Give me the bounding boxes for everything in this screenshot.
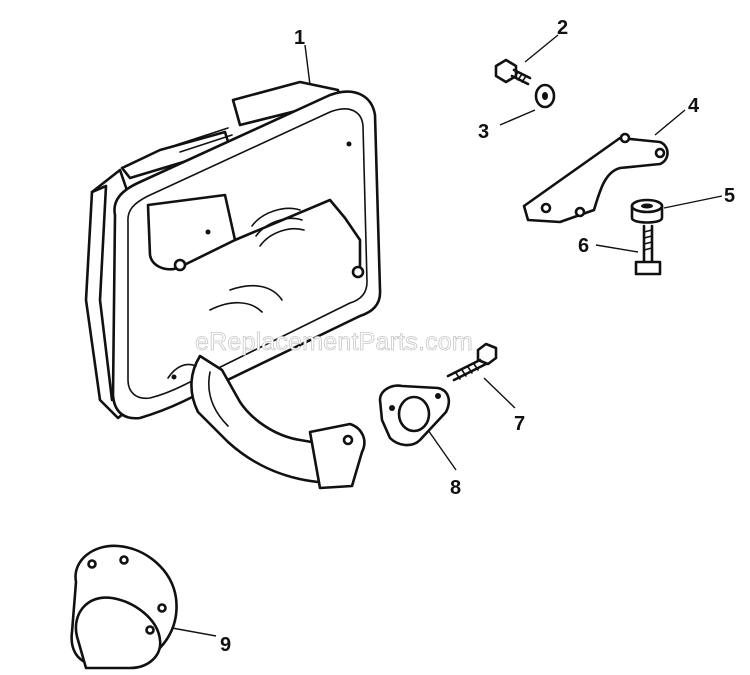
pipe-bend (209, 301, 263, 313)
leader-8 (427, 429, 457, 471)
leader-lines (171, 34, 723, 637)
watermark-text: eReplacementParts.com (195, 328, 473, 356)
gasket-bolt-hole (389, 405, 395, 411)
pipe-bend (229, 284, 283, 301)
muffler-shield-panel (146, 193, 237, 271)
callout-8: 8 (450, 477, 461, 499)
deflector-hole (119, 555, 129, 565)
louver-slot (179, 134, 233, 153)
bolt-part-6 (634, 224, 662, 276)
rivet (205, 229, 211, 235)
gasket-part-8 (378, 384, 451, 447)
bracket-hole (574, 206, 586, 218)
exhaust-pipe-contour (208, 371, 229, 427)
pipe-bend (167, 363, 197, 379)
screw-thread (455, 363, 479, 380)
screw-shank (446, 358, 488, 382)
gasket-bolt-hole (435, 393, 441, 399)
leader-6 (595, 244, 639, 253)
callout-labels: 1 2 3 4 5 6 7 8 9 (220, 17, 735, 656)
bracket (522, 136, 669, 224)
muffler-side-edge (90, 184, 114, 402)
leader-5 (663, 195, 723, 209)
callout-2: 2 (557, 17, 568, 39)
rivet (171, 374, 177, 380)
callout-9: 9 (220, 634, 231, 656)
callout-6: 6 (578, 235, 589, 257)
callout-1: 1 (294, 27, 305, 49)
rivet (346, 141, 352, 147)
screw-thread (513, 71, 527, 83)
callout-7: 7 (514, 413, 525, 435)
bracket-hole (619, 132, 631, 144)
deflector-hole (87, 559, 97, 569)
muffler-shell (111, 90, 382, 420)
bolt-thread (643, 229, 653, 251)
leader-4 (654, 109, 686, 136)
deflector-part-9 (70, 544, 178, 670)
mount-hole (351, 265, 365, 279)
exhaust-pipe (190, 354, 352, 484)
leader-7 (483, 377, 516, 409)
leader-2 (524, 34, 559, 63)
muffler-face (127, 108, 368, 400)
callout-3: 3 (478, 121, 489, 143)
callout-5: 5 (724, 185, 735, 207)
washer-part-3 (534, 83, 556, 109)
louver-slot (259, 228, 305, 247)
muffler-shield-edge (233, 198, 362, 272)
muffler (84, 80, 382, 490)
leader-9 (171, 627, 217, 637)
washer-hole (542, 92, 548, 100)
louver-slot (251, 207, 301, 227)
mount-hole (173, 258, 187, 272)
screw-part-2 (494, 58, 532, 86)
screw-part-7 (446, 342, 498, 382)
deflector-hole (145, 625, 155, 635)
leader-1 (304, 44, 311, 86)
louver-slot (175, 127, 229, 146)
screw-head (494, 58, 518, 84)
leader-3 (499, 109, 536, 126)
spacer-part-5 (630, 198, 664, 224)
callout-4: 4 (688, 95, 700, 117)
gasket-center-hole (397, 395, 431, 433)
bracket-hole (654, 147, 666, 159)
flange-hole (342, 434, 354, 446)
muffler-top-flange-left (120, 130, 232, 180)
spacer-hole (641, 203, 653, 209)
bolt-head (634, 260, 662, 276)
bracket-part-4 (522, 132, 669, 224)
deflector-hole (157, 603, 167, 613)
deflector-hood (74, 596, 162, 670)
exhaust-flange (308, 422, 366, 490)
bracket-hole (540, 202, 552, 214)
